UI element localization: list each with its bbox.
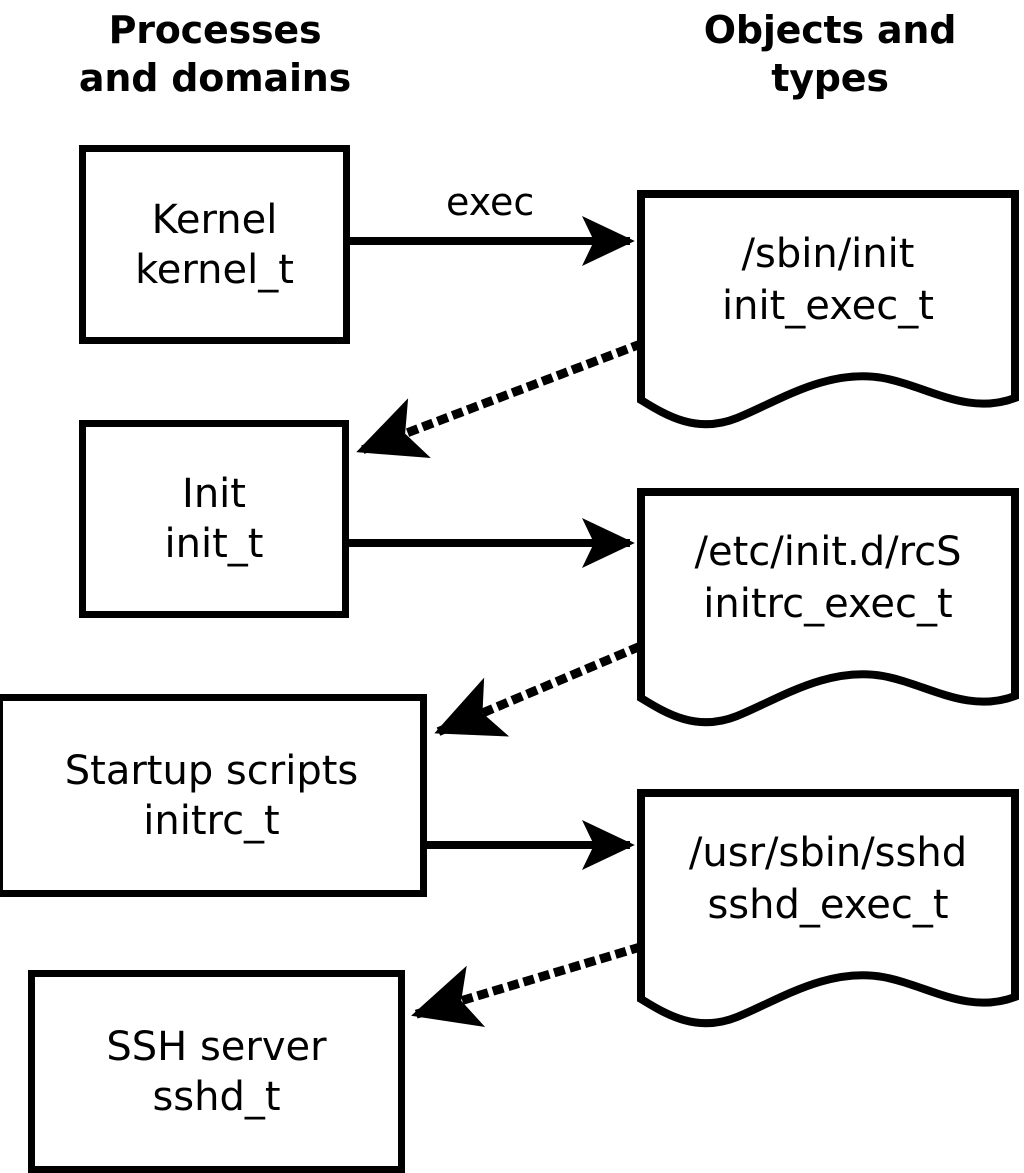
process-name-kernel: Kernel (151, 196, 278, 243)
process-name-ssh-server: SSH server (106, 1023, 327, 1070)
process-type-init: init_t (164, 521, 264, 567)
edge-label-exec: exec (446, 180, 535, 224)
process-box-init[interactable]: Init init_t (79, 420, 349, 618)
process-box-ssh-server[interactable]: SSH server sshd_t (28, 970, 405, 1173)
process-type-ssh-server: sshd_t (152, 1073, 281, 1120)
column-header-objects: Objects and types (703, 8, 957, 100)
process-type-kernel: kernel_t (135, 246, 294, 293)
edge-init-exec-to-init (356, 339, 644, 459)
process-box-startup-scripts[interactable]: Startup scripts initrc_t (0, 694, 427, 897)
edge-sshd-exec-to-sshd (411, 942, 643, 1027)
document-shape-outline (637, 488, 1019, 727)
object-doc-init-exec[interactable]: /sbin/init init_exec_t (637, 190, 1019, 438)
process-box-kernel[interactable]: Kernel kernel_t (79, 145, 350, 344)
process-type-startup-scripts: initrc_t (143, 797, 280, 844)
document-shape-outline (637, 190, 1019, 429)
document-shape-outline (637, 789, 1019, 1028)
process-name-startup-scripts: Startup scripts (64, 747, 359, 794)
object-doc-initrc-exec[interactable]: /etc/init.d/rcS initrc_exec_t (637, 488, 1019, 736)
column-header-processes: Processes and domains (78, 8, 352, 100)
process-name-init: Init (182, 471, 246, 517)
edge-initrc-exec-to-initrc (434, 642, 642, 737)
object-doc-sshd-exec[interactable]: /usr/sbin/sshd sshd_exec_t (637, 789, 1019, 1037)
